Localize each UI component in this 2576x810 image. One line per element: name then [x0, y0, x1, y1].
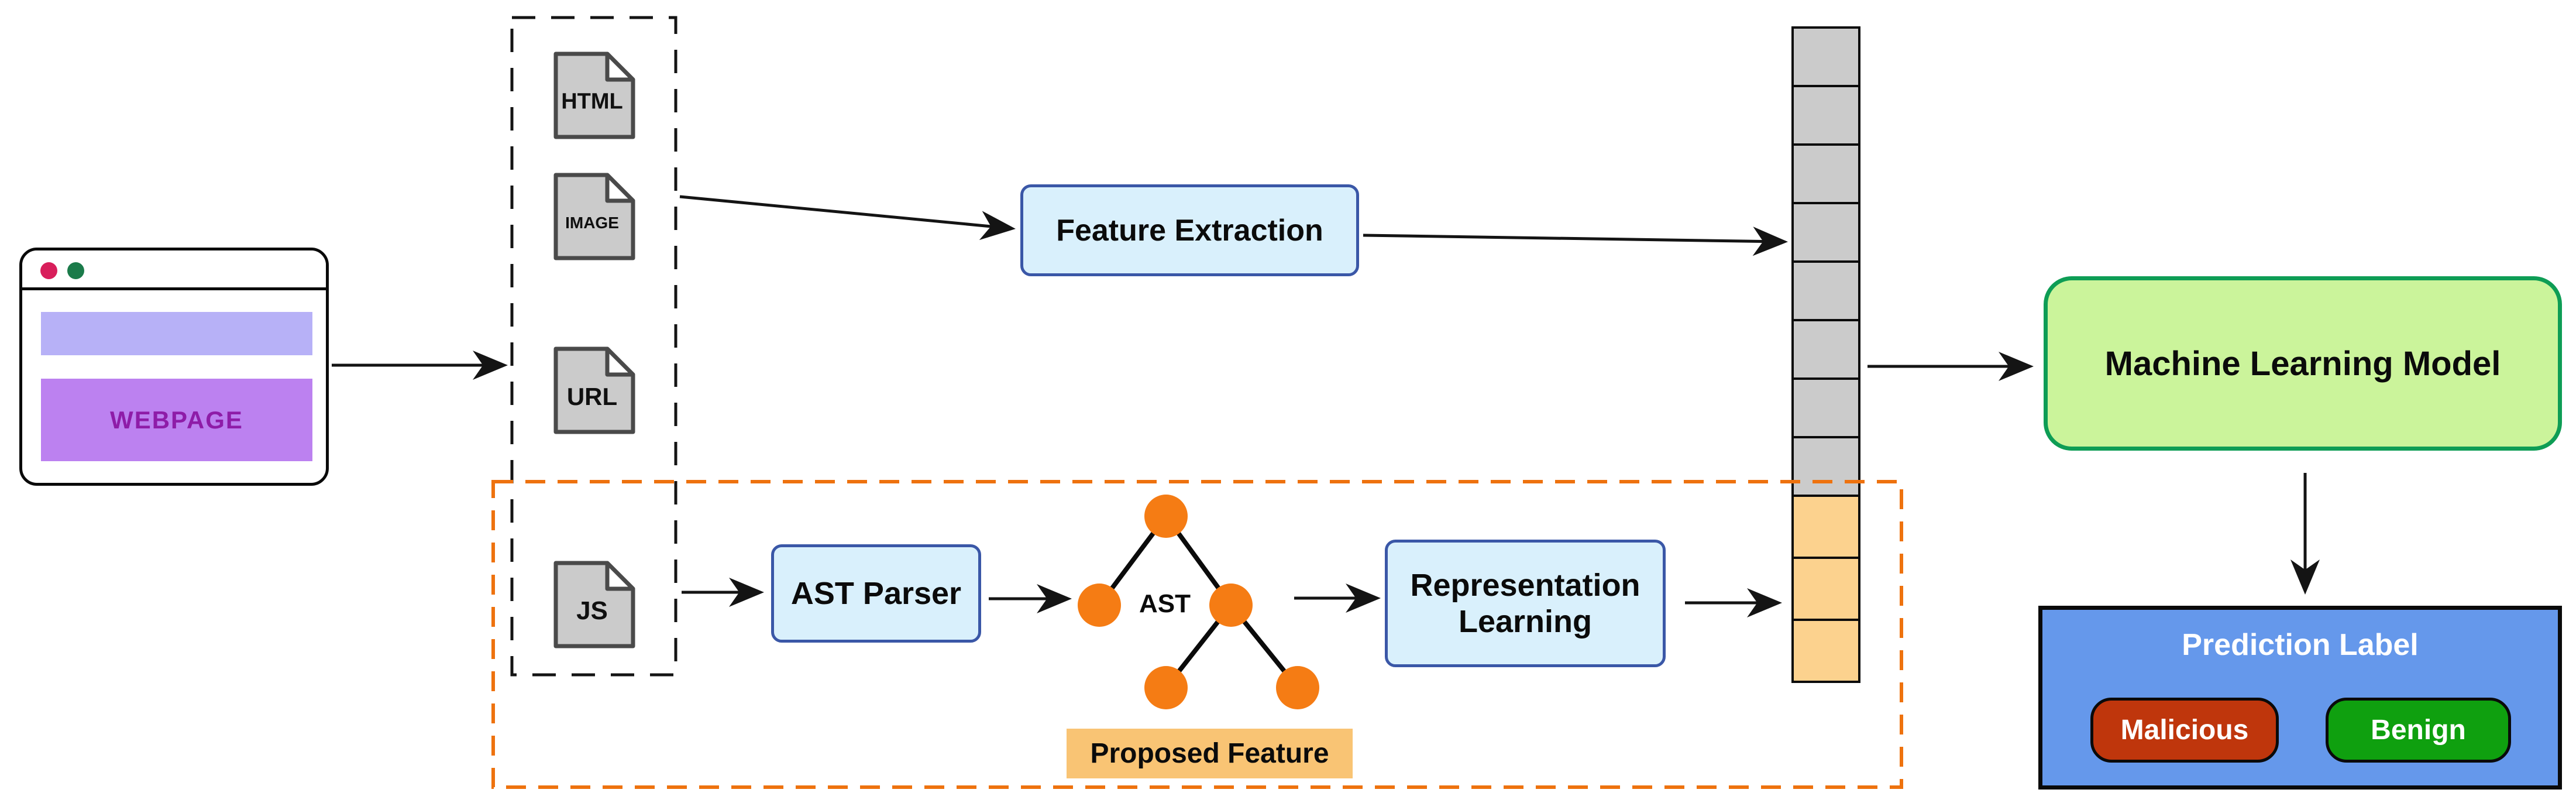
feature-vector-cell	[1791, 557, 1860, 621]
webpage-label: WEBPAGE	[110, 406, 243, 434]
machine-learning-model-box: Machine Learning Model	[2044, 276, 2562, 451]
feature-vector-cell	[1791, 26, 1860, 87]
representation-learning-box: Representation Learning	[1385, 540, 1666, 667]
tree-node-icon	[1209, 584, 1253, 627]
feature-vector-cell	[1791, 202, 1860, 263]
webpage-banner: WEBPAGE	[41, 379, 312, 461]
tree-node-icon	[1078, 584, 1121, 627]
tree-edge	[1229, 603, 1300, 689]
tree-node-icon	[1276, 666, 1319, 709]
malicious-label: Malicious	[2090, 698, 2279, 763]
ast-parser-box: AST Parser	[771, 544, 981, 643]
window-dot-green-icon	[67, 262, 84, 279]
file-label: URL	[566, 382, 618, 410]
file-label: IMAGE	[565, 213, 619, 232]
file-html: HTML	[553, 52, 635, 139]
feature-vector	[1791, 26, 1860, 683]
feature-vector-cell	[1791, 495, 1860, 559]
benign-label: Benign	[2326, 698, 2511, 763]
ast-tree-label: AST	[1139, 589, 1191, 618]
file-label: HTML	[561, 89, 623, 114]
arrow-inputs-to-feature-extraction	[679, 195, 1016, 241]
file-url: URL	[553, 346, 635, 434]
file-label: JS	[576, 596, 608, 625]
file-image: IMAGE	[553, 173, 635, 260]
proposed-feature-caption: Proposed Feature	[1067, 729, 1353, 778]
tree-node-icon	[1144, 666, 1188, 709]
file-js: JS	[553, 561, 635, 648]
feature-vector-cell	[1791, 319, 1860, 380]
feature-vector-cell	[1791, 436, 1860, 497]
arrow-feature-extraction-to-vector	[1363, 226, 1788, 256]
prediction-label-box: Prediction Label Malicious Benign	[2038, 606, 2562, 790]
feature-extraction-box: Feature Extraction	[1020, 184, 1359, 276]
webpage-content-bar	[41, 312, 312, 355]
window-dot-red-icon	[40, 262, 57, 279]
browser-window: WEBPAGE	[19, 248, 329, 486]
browser-titlebar	[22, 250, 326, 290]
feature-vector-cell	[1791, 260, 1860, 321]
prediction-title: Prediction Label	[2182, 628, 2419, 662]
tree-node-icon	[1144, 495, 1188, 538]
feature-vector-cell	[1791, 377, 1860, 438]
feature-vector-cell	[1791, 143, 1860, 204]
feature-vector-cell	[1791, 85, 1860, 146]
feature-vector-cell	[1791, 619, 1860, 683]
